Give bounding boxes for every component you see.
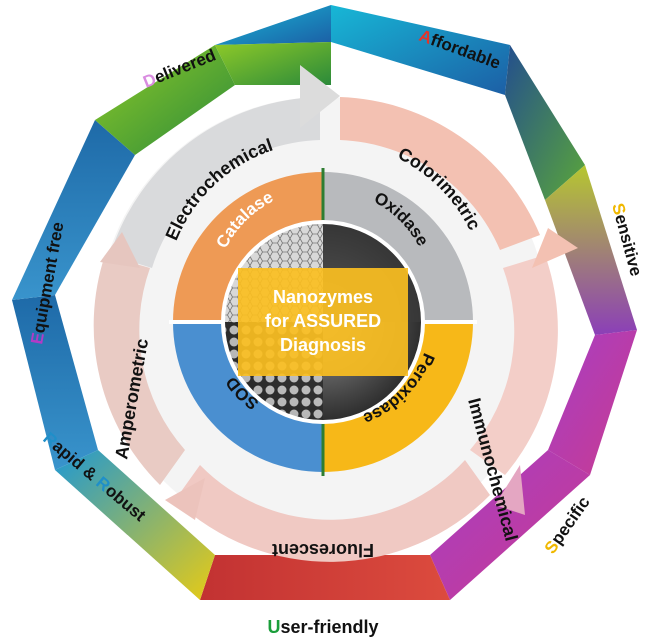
- center-title-line1: Nanozymes: [273, 287, 373, 307]
- center-title-line2: for ASSURED: [265, 311, 381, 331]
- center-title-box: Nanozymes for ASSURED Diagnosis: [238, 268, 408, 376]
- method-fluorescent-label: Fluorescent: [272, 540, 374, 560]
- method-ring: [93, 65, 578, 562]
- criterion-user-friendly: User-friendly: [267, 617, 378, 637]
- center-title-line3: Diagnosis: [280, 335, 366, 355]
